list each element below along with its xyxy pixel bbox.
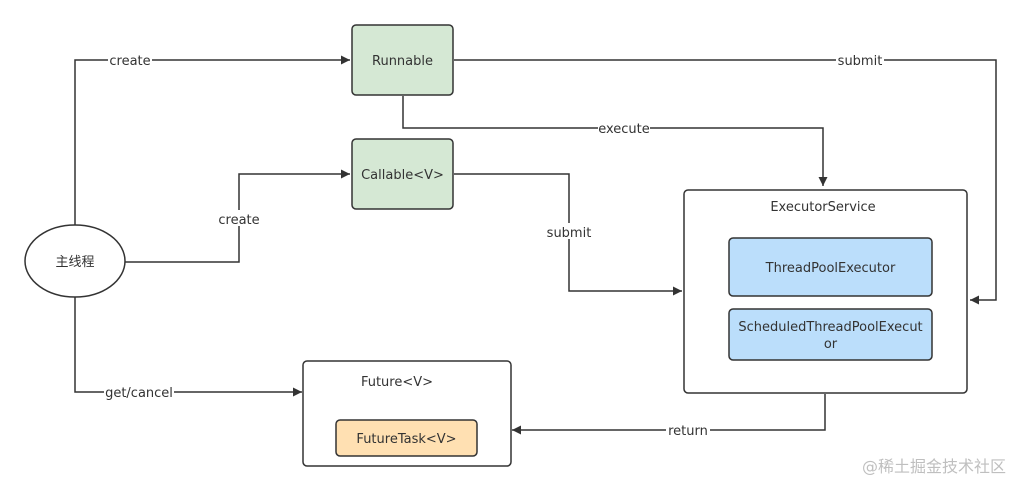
edge-main-to-runnable — [74, 55, 350, 225]
node-callable[interactable]: Callable<V> — [351, 138, 454, 210]
edge-executor-return — [512, 394, 826, 435]
node-main-thread[interactable]: 主线程 — [24, 224, 126, 298]
edge-label-return: return — [668, 424, 708, 439]
watermark: @稀土掘金技术社区 — [862, 457, 1006, 476]
edge-main-to-future — [74, 297, 302, 397]
node-thread-pool-executor-label: ThreadPoolExecutor — [765, 261, 896, 276]
node-scheduled-label-line2: or — [824, 337, 838, 352]
node-scheduled-label-line1: ScheduledThreadPoolExecut — [738, 320, 922, 335]
node-future-task-label: FutureTask<V> — [356, 432, 456, 447]
edge-label-create-runnable: create — [109, 54, 150, 69]
node-scheduled-thread-pool-executor[interactable]: ScheduledThreadPoolExecut or — [728, 308, 933, 361]
node-future-label: Future<V> — [361, 375, 433, 390]
edge-runnable-submit — [454, 59, 997, 305]
node-main-thread-label: 主线程 — [55, 255, 94, 270]
node-executor-service-label: ExecutorService — [770, 200, 875, 215]
edge-label-submit-runnable: submit — [838, 54, 883, 69]
edge-labels: create create get/cancel submit execute … — [104, 52, 884, 439]
edge-label-submit-callable: submit — [547, 226, 592, 241]
edge-label-get-cancel: get/cancel — [105, 386, 173, 401]
edge-runnable-execute — [402, 96, 828, 186]
node-callable-label: Callable<V> — [361, 168, 444, 183]
edge-label-create-callable: create — [218, 213, 259, 228]
node-thread-pool-executor[interactable]: ThreadPoolExecutor — [728, 237, 933, 297]
node-runnable-label: Runnable — [372, 54, 433, 69]
edge-label-execute: execute — [598, 122, 650, 137]
node-future-task[interactable]: FutureTask<V> — [335, 419, 478, 457]
node-runnable[interactable]: Runnable — [351, 24, 454, 96]
